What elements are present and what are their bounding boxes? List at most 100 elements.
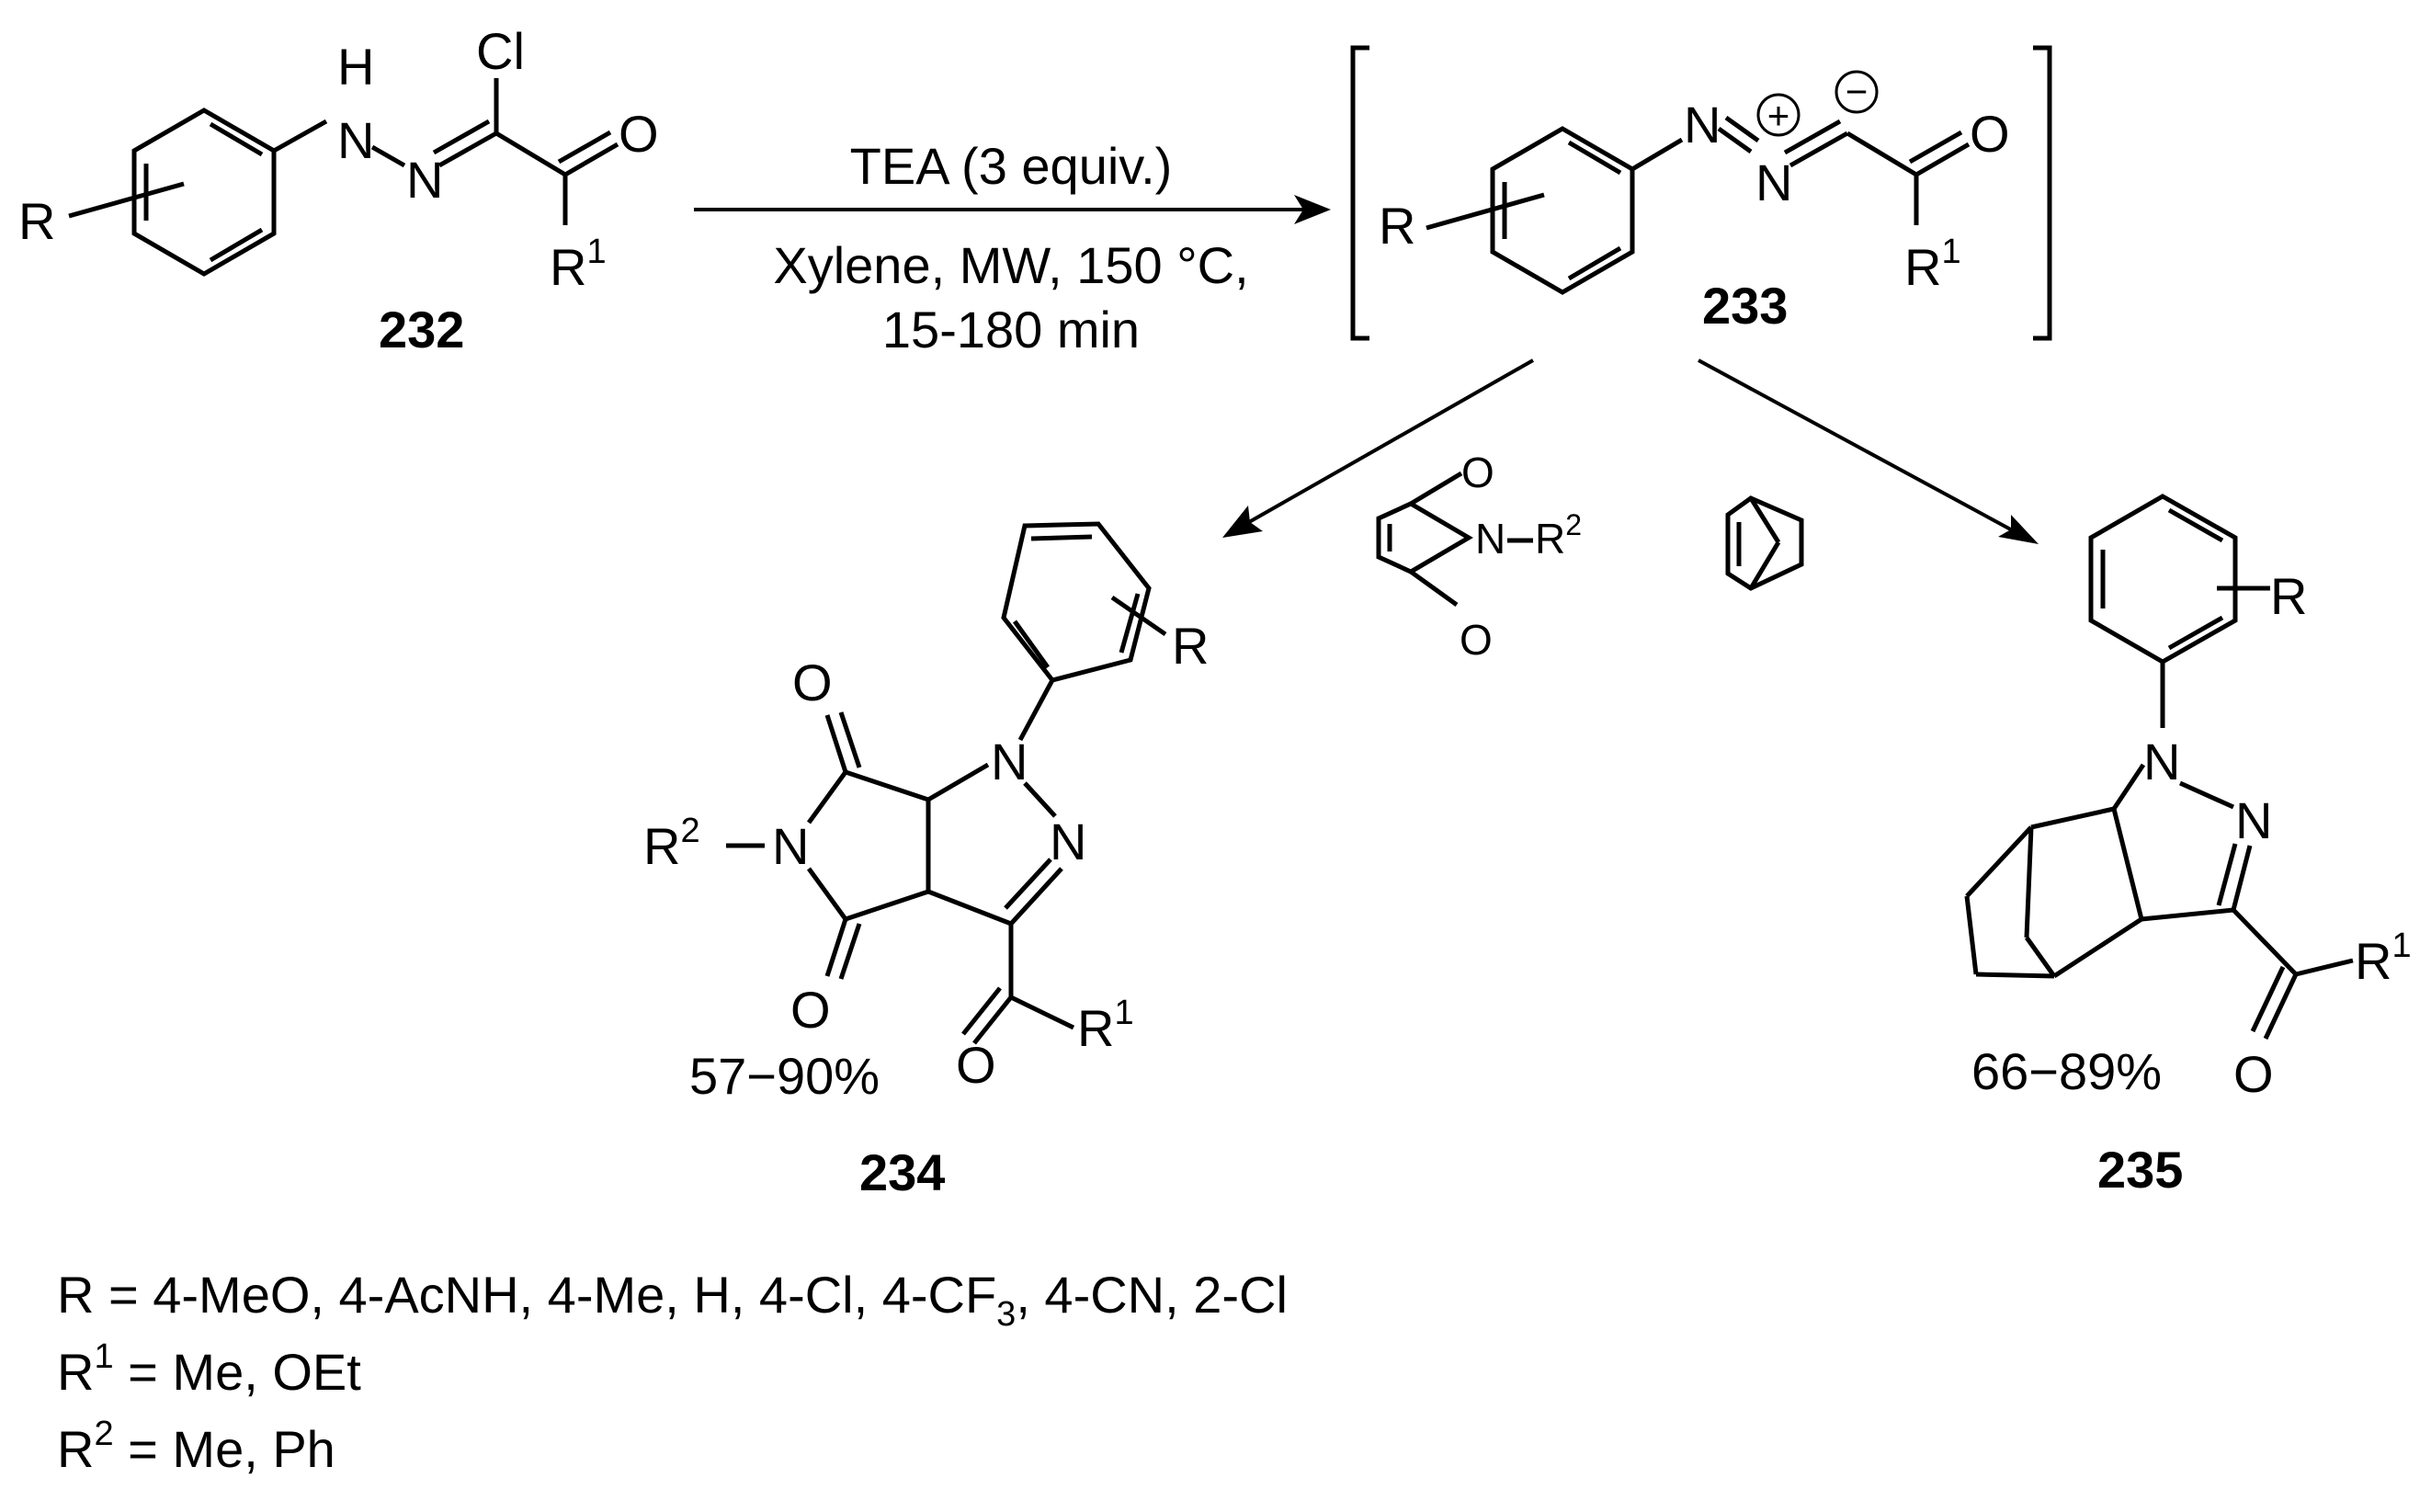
ring-bond [926,762,990,802]
co-double-bond [563,142,619,177]
r-atom-233: R [1379,197,1415,255]
norbornane-bridge [2024,936,2057,978]
c-c-bond-232 [494,131,567,177]
r-bond-233 [1426,192,1545,231]
yield-234: 57−90% [689,1047,880,1105]
n-atom-233-b: N [1755,153,1792,211]
co-double-bond-233 [1914,142,1971,177]
c-c-bond-233 [1846,131,1918,177]
maleimide-o-top: O [1461,449,1494,496]
n-atom-232-nh: N [337,111,374,169]
phenyl-ring-235 [2088,494,2238,665]
r-atom-235: R [2270,567,2307,625]
ring-double-bond [1567,245,1622,281]
compound-234: R N N O O N R2 O R1 57−9 [643,521,1209,1201]
norbornane-bond [2030,806,2115,830]
n-c-double-bond-235 [2216,843,2238,906]
r-atom-232: R [18,192,55,250]
co-top-234 [838,711,862,768]
o-atom-235: O [2233,1045,2274,1103]
maleimide-n: N [1475,515,1505,563]
ring-bond [2111,763,2146,811]
n-c-double-bond-234 [1009,867,1063,926]
arrow-to-234 [1222,358,1534,538]
arrow-shaft [1698,358,2018,535]
maleimide-o-bottom: O [1460,616,1493,664]
compound-235: R N N O R1 66−89% 235 [1964,494,2412,1199]
o-top-234: O [792,654,833,711]
arrow-head [1998,515,2039,544]
ring-bond [927,889,1012,927]
n-c-double-bond-235 [2231,845,2253,911]
n-n-bond-232 [370,144,406,168]
r2-atom-234: R2 [643,812,700,875]
acyl-co-235 [2250,965,2286,1033]
plus-charge: + [1767,94,1790,137]
r-atom-234: R [1172,617,1209,675]
phenyl-n-bond-234 [1017,678,1055,742]
o-bottom-234: O [790,981,831,1039]
condition-reagent: TEA (3 equiv.) [850,137,1173,195]
ring-n-bond-233 [1630,137,1684,172]
ring-double-bond [1119,593,1141,654]
norbornene-bridge [1748,540,1781,590]
ring-double-bond [1012,620,1051,669]
plus-charge-circle [1756,93,1801,137]
ring-double-bond [1030,534,1093,541]
c-acyl-bond-235 [2232,908,2298,976]
r1-atom-233: R1 [1904,233,1961,296]
n-c-double-bond [432,119,491,155]
n2-atom-234: N [1050,813,1086,870]
n1-atom-234: N [991,733,1028,790]
imide-bond [845,889,929,922]
arrow-head [1222,506,1263,538]
minus-charge: − [1846,70,1869,113]
acyl-co-234 [972,995,1013,1045]
ring-double-bond [1567,140,1622,176]
imide-bond [806,867,848,921]
r-bond-232 [68,181,185,219]
minus-charge-circle [1835,70,1879,114]
r1-atom-234: R1 [1077,994,1134,1057]
r-bond-234 [1110,595,1167,637]
compound-label-235: 235 [2097,1141,2183,1199]
norbornene-reagent [1725,495,1804,591]
ring-double-bond [209,121,264,157]
n-n-bond-235 [2178,780,2235,810]
ring-double-bond [209,227,264,263]
norbornane-bond [1965,825,2033,898]
ring-bond [2141,907,2234,922]
norbornane-bond [1975,972,2055,979]
left-bracket [1350,45,1369,341]
right-bracket [2033,45,2052,341]
n-c-double-bond-233 [1783,119,1842,155]
compound-label-234: 234 [859,1143,945,1201]
co-bottom-234 [838,923,862,980]
h-atom-232: H [337,38,374,96]
acyl-co-234 [961,986,1002,1036]
benzene-ring-233 [1490,126,1635,295]
legend-r: R = 4-MeO, 4-AcNH, 4-Me, H, 4-Cl, 4-CF3,… [57,1266,1288,1334]
ring-double-bond [2167,507,2224,543]
maleimide-co-bottom [1409,569,1459,608]
co-double-bond-233 [1908,130,1963,165]
phenyl-ring-234 [1001,521,1152,683]
ring-nh-bond [272,119,328,153]
yield-235: 66−89% [1971,1042,2162,1100]
compound-233: R N N + − O R1 233 [1350,45,2052,341]
norbornene-bridge [1748,496,1781,544]
n-atom-232-imine: N [406,151,443,209]
ring-bond [2111,808,2144,920]
n-imide-234: N [772,817,809,875]
compound-232: R H N N Cl O R1 232 [18,22,659,358]
ring-double-bond [2167,615,2224,651]
n-n-double-bond-233 [1717,126,1753,154]
arrow-head [1294,195,1331,224]
norbornane-bond [2052,916,2143,979]
acyl-co-235 [2263,972,2299,1040]
n-c-double-bond [437,131,498,168]
o-ketone-234: O [956,1036,996,1094]
acyl-r1-bond-234 [1009,995,1075,1030]
n-c-double-bond-233 [1789,131,1849,168]
